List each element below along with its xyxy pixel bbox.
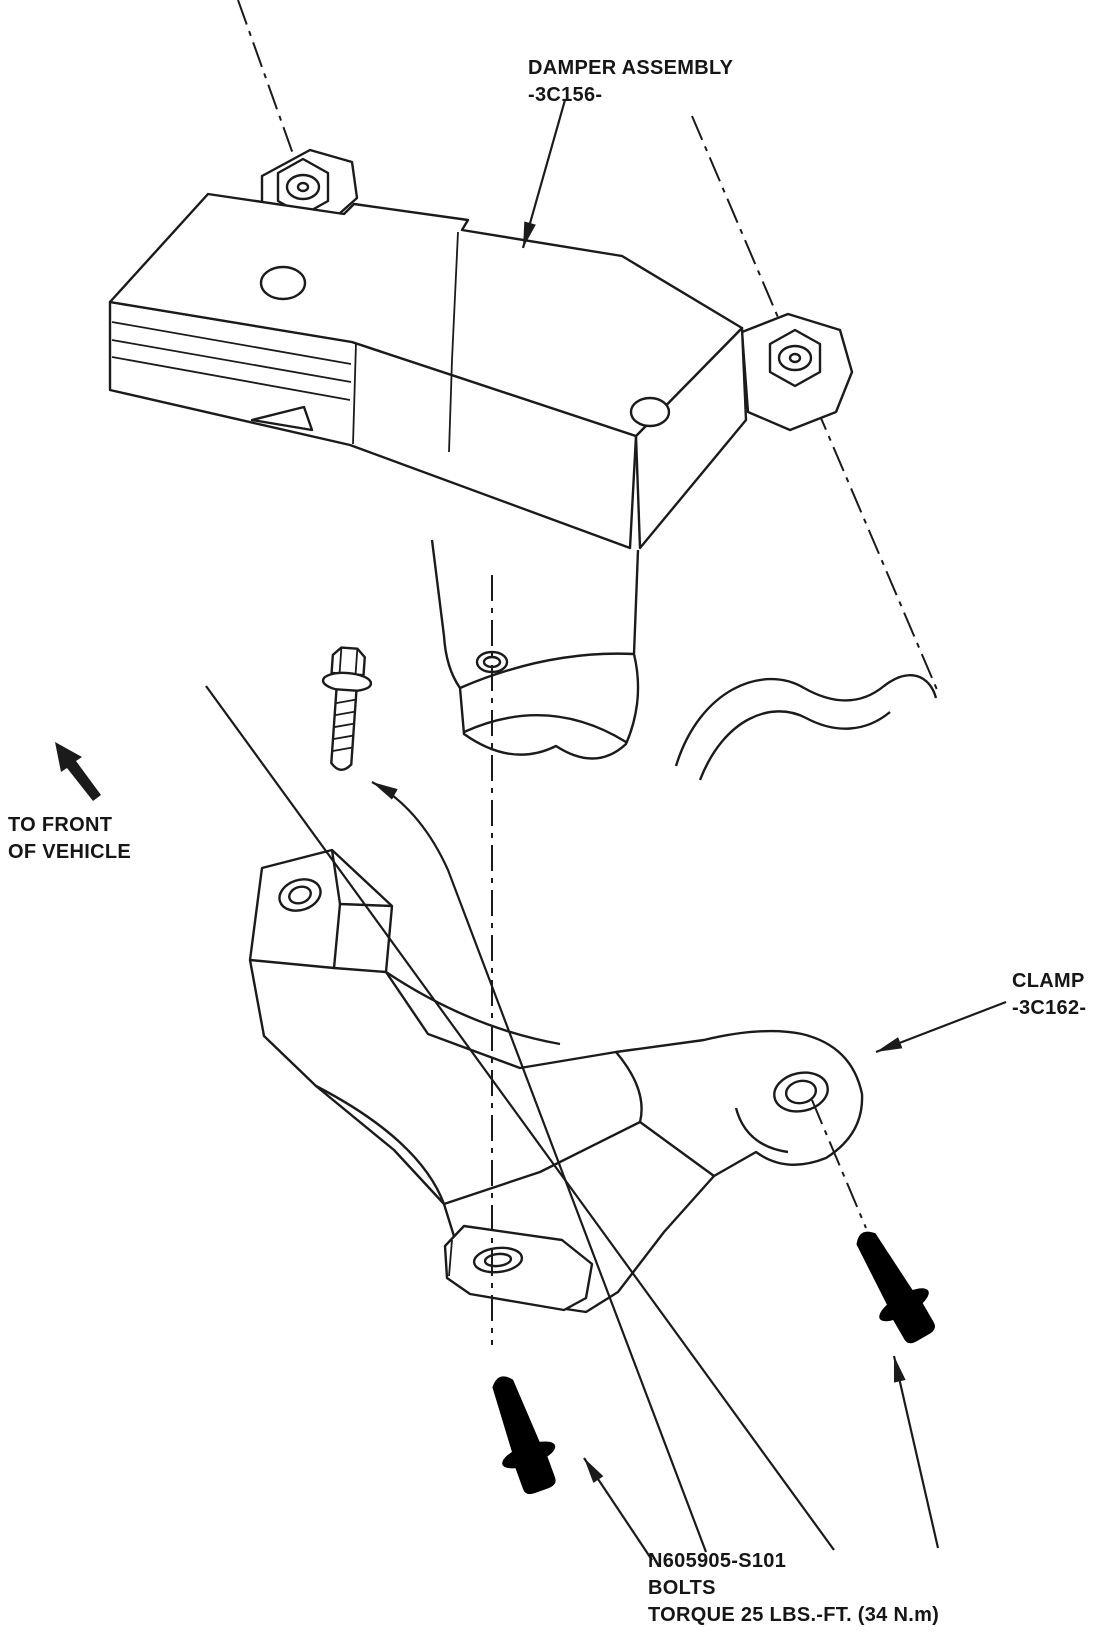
flange-bolt-leader	[371, 781, 708, 1553]
to-front-label-line1: TO FRONT	[8, 814, 113, 836]
damper-leader	[521, 99, 567, 249]
bolts-label-line1: N605905-S101	[648, 1550, 787, 1572]
leader-lines	[205, 99, 1007, 1561]
bolt-left-drawing	[474, 1367, 569, 1501]
bolt-left-leader	[583, 1457, 653, 1561]
centerline-right-nut	[691, 115, 939, 693]
flange-bolt-drawing	[321, 646, 373, 771]
centerline-left-nut	[237, 0, 304, 183]
to-front-label-line2: OF VEHICLE	[8, 841, 132, 863]
bolt-right-drawing	[838, 1218, 948, 1352]
bolt-right-leader	[892, 1355, 940, 1549]
centerline-right-bolt	[811, 1099, 867, 1229]
bolts-label-line2: BOLTS	[648, 1577, 716, 1599]
clamp-label: CLAMP -3C162-	[1012, 968, 1086, 1022]
bolts-label: N605905-S101 BOLTS TORQUE 25 LBS.-FT. (3…	[648, 1548, 939, 1629]
clamp-tab-drawing	[443, 1224, 594, 1312]
damper-assembly-label-line2: -3C156-	[528, 84, 603, 106]
to-front-arrow-icon	[55, 742, 101, 801]
clamp-bracket-drawing	[248, 848, 864, 1314]
clamp-label-line1: CLAMP	[1012, 970, 1085, 992]
clamp-hook-drawing	[674, 674, 938, 781]
to-front-label: TO FRONT OF VEHICLE	[8, 812, 131, 866]
long-diagonal-line	[205, 685, 835, 1551]
damper-assembly-label-line1: DAMPER ASSEMBLY	[528, 57, 734, 79]
clamp-leader	[875, 1000, 1007, 1054]
saddle-bracket-drawing	[430, 539, 640, 760]
damper-assembly-drawing	[108, 148, 854, 550]
clamp-label-line2: -3C162-	[1012, 997, 1087, 1019]
damper-assembly-label: DAMPER ASSEMBLY -3C156-	[528, 55, 733, 109]
bolts-label-line3: TORQUE 25 LBS.-FT. (34 N.m)	[648, 1604, 940, 1626]
